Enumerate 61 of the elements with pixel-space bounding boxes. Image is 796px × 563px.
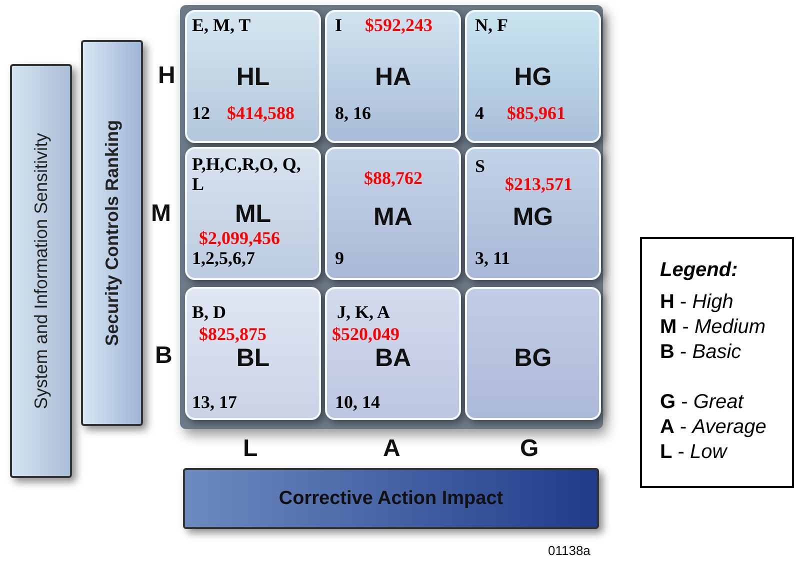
- cost-value: $88,762: [364, 169, 422, 189]
- matrix-cell: [325, 10, 461, 143]
- cell-code: MA: [372, 204, 414, 232]
- matrix-cell: [465, 10, 601, 143]
- legend-entry: M - Medium: [660, 316, 766, 338]
- matrix-cell: [185, 287, 321, 420]
- cell-text: S: [475, 157, 486, 177]
- axis-tick: L: [243, 435, 258, 463]
- axis-title: System and Information Sensitivity: [30, 132, 52, 410]
- cell-text: 8, 16: [335, 104, 371, 124]
- axis-tick: G: [520, 435, 539, 463]
- axis-tick: M: [151, 200, 171, 228]
- matrix-cell: [185, 147, 321, 280]
- cell-text: 4: [475, 104, 484, 124]
- cost-value: $213,571: [505, 175, 572, 195]
- axis-title: Security Controls Ranking: [102, 120, 122, 346]
- cell-code: MG: [512, 204, 554, 232]
- matrix-cell: [325, 287, 461, 420]
- cost-value: $592,243: [365, 16, 432, 36]
- cell-text: 12: [192, 104, 210, 124]
- cell-text: 3, 11: [475, 249, 510, 269]
- cell-code: BA: [374, 345, 412, 372]
- cell-text: P,H,C,R,O, Q, L: [192, 155, 302, 195]
- axis-title-bar: [81, 40, 143, 426]
- axis-title-bar: [10, 64, 72, 478]
- cell-text: 10, 14: [335, 393, 380, 413]
- cell-code: HG: [513, 64, 553, 92]
- legend-title: Legend:: [660, 259, 738, 282]
- cell-text: 13, 17: [192, 393, 237, 413]
- axis-tick: A: [383, 435, 400, 463]
- cell-text: 9: [335, 249, 344, 269]
- cost-value: $85,961: [507, 104, 566, 124]
- cell-text: N, F: [475, 16, 508, 36]
- figure-number: 01138a: [548, 543, 590, 558]
- legend-entry: H - High: [660, 291, 734, 313]
- cell-code: HA: [374, 64, 412, 92]
- cell-code: HL: [235, 64, 271, 92]
- axis-tick: B: [155, 342, 172, 370]
- matrix-cell: [465, 147, 601, 280]
- cost-value: $520,049: [332, 325, 400, 345]
- cell-text: 1,2,5,6,7: [192, 249, 255, 269]
- cell-text: J, K, A: [337, 303, 390, 323]
- cell-code: ML: [234, 201, 272, 228]
- matrix-cell: [185, 10, 321, 143]
- axis-title-bar: [183, 468, 599, 529]
- cost-value: $825,875: [199, 325, 266, 345]
- legend-entry: A - Average: [660, 416, 766, 438]
- cell-text: I: [335, 16, 342, 36]
- axis-title: Corrective Action Impact: [278, 488, 504, 510]
- legend-entry: L - Low: [660, 441, 727, 463]
- legend-entry: G - Great: [660, 391, 744, 413]
- cost-value: $2,099,456: [199, 229, 280, 249]
- cell-code: BG: [513, 345, 553, 372]
- legend-entry: B - Basic: [660, 341, 742, 363]
- cell-code: BL: [235, 345, 271, 372]
- cost-value: $414,588: [227, 104, 294, 124]
- cell-text: E, M, T: [192, 16, 251, 36]
- matrix-cell: [325, 147, 461, 280]
- matrix-cell: [465, 287, 601, 420]
- cell-text: B, D: [192, 303, 226, 323]
- axis-tick: H: [158, 62, 176, 90]
